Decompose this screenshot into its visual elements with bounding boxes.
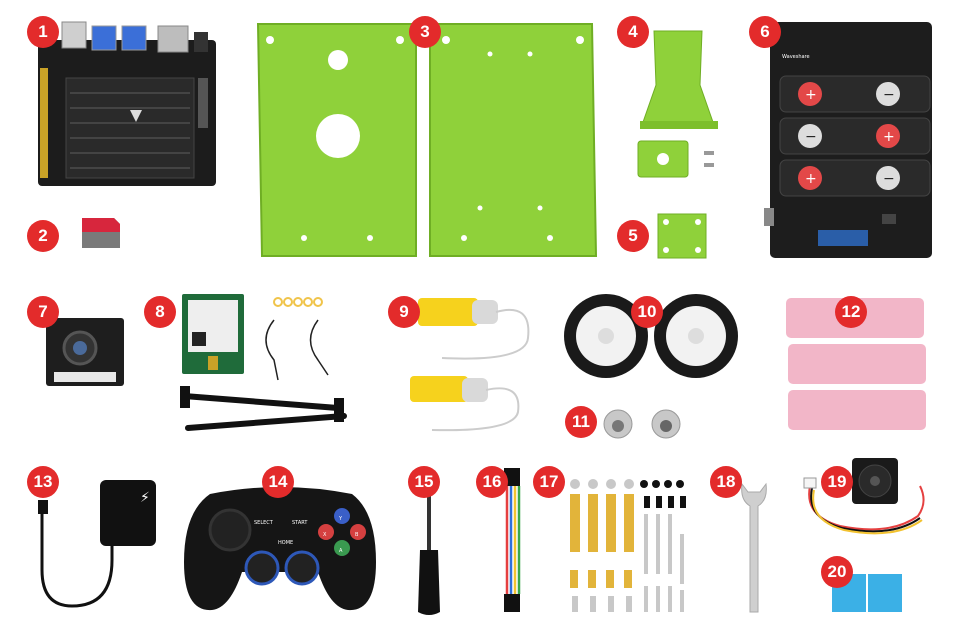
item-number-badge: 2 bbox=[27, 220, 59, 252]
item-number-badge: 4 bbox=[617, 16, 649, 48]
wheels bbox=[560, 292, 745, 382]
item-number-badge: 12 bbox=[835, 296, 867, 328]
item-number-badge: 8 bbox=[144, 296, 176, 328]
geared-motors-image bbox=[410, 298, 530, 432]
expansion-battery-board-image: Waveshare + − − + + − bbox=[764, 22, 932, 258]
cooling-fan-image bbox=[803, 458, 925, 535]
gamepad-x-label: X bbox=[323, 532, 327, 538]
chassis-plates-image bbox=[256, 23, 598, 257]
svg-text:+: + bbox=[883, 129, 895, 145]
geared-motors bbox=[402, 292, 542, 432]
item-number-badge: 20 bbox=[821, 556, 853, 588]
jetson-nano-board bbox=[30, 18, 220, 188]
screwdriver bbox=[414, 494, 444, 619]
item-number-badge: 16 bbox=[476, 466, 508, 498]
gamepad: SELECT START HOME Y X B A bbox=[180, 472, 380, 617]
wireless-card-antennas bbox=[178, 290, 358, 440]
svg-text:−: − bbox=[883, 171, 895, 187]
wrench-image bbox=[741, 482, 767, 613]
wheels-image bbox=[564, 294, 738, 378]
camera-brackets bbox=[630, 25, 725, 185]
jumper-cable bbox=[498, 466, 526, 616]
item-number-badge: 18 bbox=[710, 466, 742, 498]
gamepad-image: SELECT START HOME Y X B A bbox=[184, 487, 376, 611]
svg-text:+: + bbox=[805, 87, 817, 103]
chassis-plates bbox=[250, 18, 600, 263]
svg-text:−: − bbox=[805, 129, 817, 145]
small-green-plate-image bbox=[657, 213, 707, 259]
item-number-badge: 5 bbox=[617, 220, 649, 252]
item-number-badge: 15 bbox=[408, 466, 440, 498]
camera-brackets-image bbox=[637, 30, 718, 178]
power-adapter: ⚡ bbox=[32, 470, 172, 620]
board-brand-label: Waveshare bbox=[782, 54, 810, 60]
item-number-badge: 19 bbox=[821, 466, 853, 498]
gamepad-select-label: SELECT bbox=[254, 520, 274, 526]
item-number-badge: 7 bbox=[27, 296, 59, 328]
standoffs-screws bbox=[560, 474, 700, 620]
jetson-nano-board-image bbox=[38, 21, 216, 186]
svg-text:+: + bbox=[805, 171, 817, 187]
gamepad-a-label: A bbox=[339, 548, 343, 554]
item-number-badge: 1 bbox=[27, 16, 59, 48]
item-number-badge: 9 bbox=[388, 296, 420, 328]
wireless-card-antennas-image bbox=[180, 294, 347, 431]
item-number-badge: 17 bbox=[533, 466, 565, 498]
item-number-badge: 13 bbox=[27, 466, 59, 498]
item-number-badge: 11 bbox=[565, 406, 597, 438]
jumper-cable-image bbox=[504, 468, 521, 612]
item-number-badge: 14 bbox=[262, 466, 294, 498]
gamepad-start-label: START bbox=[292, 520, 308, 526]
item-number-badge: 10 bbox=[631, 296, 663, 328]
ball-casters bbox=[600, 404, 710, 442]
screwdriver-image bbox=[418, 496, 440, 615]
camera-module bbox=[44, 316, 126, 391]
svg-text:−: − bbox=[883, 87, 895, 103]
standoffs-screws-image bbox=[570, 479, 686, 612]
microsd-card-image bbox=[82, 218, 120, 248]
gamepad-b-label: B bbox=[355, 532, 359, 538]
item-number-badge: 6 bbox=[749, 16, 781, 48]
expansion-battery-board: Waveshare + − − + + − bbox=[762, 18, 937, 263]
gamepad-home-label: HOME bbox=[278, 540, 293, 546]
svg-text:⚡: ⚡ bbox=[140, 490, 150, 506]
cooling-fan bbox=[800, 456, 940, 546]
small-green-plate bbox=[656, 212, 708, 260]
power-adapter-image: ⚡ bbox=[38, 480, 156, 608]
gamepad-y-label: Y bbox=[338, 516, 343, 522]
item-number-badge: 3 bbox=[409, 16, 441, 48]
camera-module-image bbox=[46, 318, 124, 386]
ball-casters-image bbox=[603, 409, 681, 439]
wrench bbox=[736, 480, 772, 620]
microsd-card bbox=[80, 214, 125, 254]
